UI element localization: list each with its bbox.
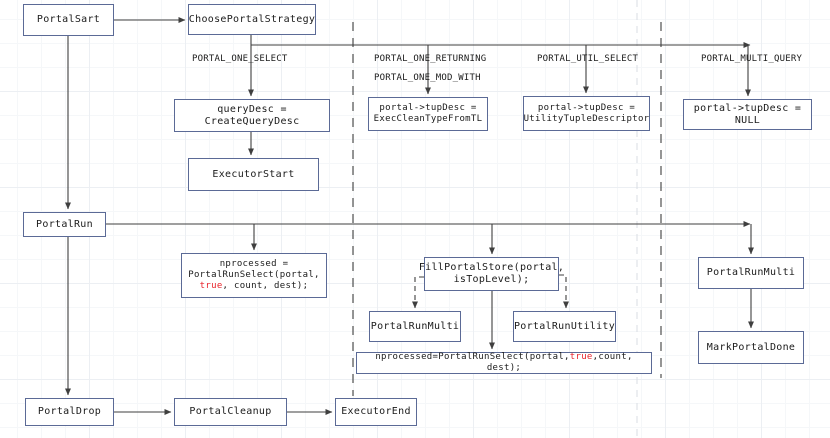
- node-label: ExecutorStart: [212, 168, 295, 180]
- node-label: queryDesc = CreateQueryDesc: [204, 103, 300, 127]
- node-portal-run-multi-right[interactable]: PortalRunMulti: [698, 257, 804, 289]
- node-nprocessed-left[interactable]: nprocessed =PortalRunSelect(portal,true,…: [181, 253, 327, 298]
- node-label: PortalSart: [36, 14, 101, 25]
- node-label: portal->tupDesc = NULL: [693, 102, 802, 126]
- node-portal-run-multi-mid[interactable]: PortalRunMulti: [369, 311, 461, 342]
- node-portal-drop[interactable]: PortalDrop: [25, 398, 114, 426]
- node-portal-run-utility[interactable]: PortalRunUtility: [513, 311, 616, 342]
- node-query-desc[interactable]: queryDesc = CreateQueryDesc: [174, 99, 330, 132]
- node-nprocessed-wide[interactable]: nprocessed=PortalRunSelect(portal,true,c…: [356, 352, 652, 374]
- node-tupdesc-utility[interactable]: portal->tupDesc =UtilityTupleDescriptor: [523, 96, 650, 131]
- node-tupdesc-execclean[interactable]: portal->tupDesc =ExecCleanTypeFromTL: [368, 97, 488, 131]
- edge-label-portal-one-mod-with: PORTAL_ONE_MOD_WITH: [374, 73, 481, 83]
- node-label: PortalRunMulti: [370, 320, 460, 332]
- edge-label-portal-util-select: PORTAL_UTIL_SELECT: [537, 54, 639, 64]
- node-executor-end[interactable]: ExecutorEnd: [335, 398, 417, 426]
- node-label: PortalDrop: [37, 406, 102, 417]
- node-label: PortalRun: [36, 218, 93, 230]
- node-label: FillPortalStore(portal,isTopLevel);: [418, 262, 565, 285]
- edge-label-portal-multi-query: PORTAL_MULTI_QUERY: [701, 54, 803, 64]
- node-label: MarkPortalDone: [706, 341, 796, 353]
- node-fill-portal-store[interactable]: FillPortalStore(portal,isTopLevel);: [419, 257, 564, 291]
- node-choose-portal-strategy[interactable]: ChoosePortalStrategy: [188, 4, 316, 35]
- node-portal-sart[interactable]: PortalSart: [23, 4, 114, 36]
- node-mark-portal-done[interactable]: MarkPortalDone: [698, 331, 804, 364]
- node-label: ExecutorEnd: [341, 406, 411, 417]
- node-executor-start[interactable]: ExecutorStart: [188, 158, 319, 191]
- node-label: portal->tupDesc =UtilityTupleDescriptor: [523, 102, 650, 124]
- node-tupdesc-null[interactable]: portal->tupDesc = NULL: [683, 99, 812, 130]
- node-label: PortalRunUtility: [513, 320, 616, 332]
- node-label: ChoosePortalStrategy: [188, 13, 316, 25]
- node-label: nprocessed=PortalRunSelect(portal,true,c…: [375, 352, 633, 373]
- node-portal-run[interactable]: PortalRun: [23, 212, 106, 237]
- edge-label-portal-one-returning: PORTAL_ONE_RETURNING: [374, 54, 487, 64]
- node-label: nprocessed =PortalRunSelect(portal,true,…: [188, 259, 320, 291]
- keyword-token: true: [199, 281, 223, 291]
- node-label: PortalCleanup: [189, 406, 272, 417]
- node-label: PortalRunMulti: [706, 267, 796, 278]
- node-portal-cleanup[interactable]: PortalCleanup: [174, 398, 287, 426]
- keyword-token: true: [569, 352, 593, 362]
- edge-label-portal-one-select: PORTAL_ONE_SELECT: [192, 54, 288, 64]
- node-label: portal->tupDesc =ExecCleanTypeFromTL: [373, 103, 483, 124]
